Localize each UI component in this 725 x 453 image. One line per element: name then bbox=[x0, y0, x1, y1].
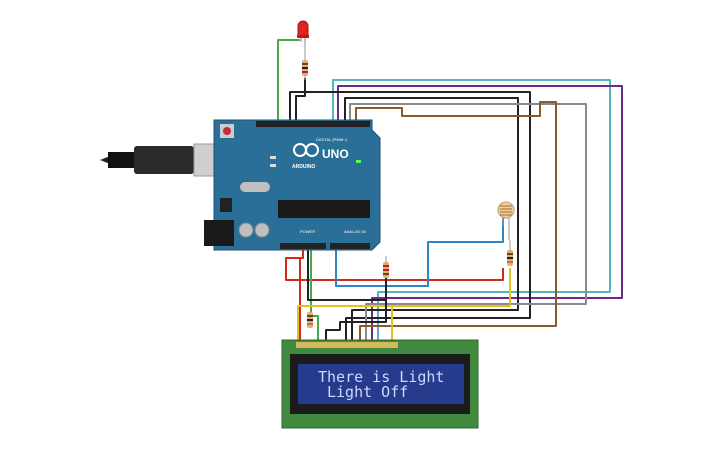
resistor-lcd-backlight[interactable] bbox=[383, 256, 389, 278]
board-model-label: UNO bbox=[322, 147, 349, 161]
arduino-logo bbox=[293, 143, 319, 157]
lcd-line-2: Light Off bbox=[327, 383, 408, 401]
resistor-led[interactable] bbox=[302, 46, 308, 80]
lcd-screen bbox=[298, 364, 464, 404]
board-brand-label: ARDUINO bbox=[292, 164, 315, 170]
power-jack bbox=[204, 220, 234, 246]
wire-blue-a0 bbox=[335, 218, 504, 287]
lcd-16x2-module[interactable]: There is Light Light Off bbox=[281, 339, 479, 429]
red-led[interactable] bbox=[297, 20, 309, 46]
digital-header bbox=[256, 121, 370, 127]
wire-led-green bbox=[277, 39, 300, 122]
wire-yellow bbox=[297, 268, 511, 340]
lcd-pin-header bbox=[296, 342, 398, 348]
lcd-line-1: There is Light bbox=[318, 368, 444, 386]
wire-black-lcd bbox=[325, 284, 387, 340]
digital-pins-label: DIGITAL (PWM~) bbox=[316, 137, 348, 142]
resistor-lcd-contrast[interactable] bbox=[307, 312, 313, 328]
wire-led-resistor bbox=[295, 78, 306, 122]
arduino-uno-board[interactable]: UNO ARDUINO DIGITAL (PWM~) POWER ANALOG … bbox=[204, 119, 381, 251]
resistor-ldr[interactable] bbox=[507, 240, 513, 266]
atmega-chip bbox=[278, 200, 370, 218]
wire-purple bbox=[337, 85, 623, 340]
power-header bbox=[280, 243, 326, 249]
photoresistor[interactable] bbox=[497, 201, 515, 240]
analog-pins-label: ANALOG IN bbox=[344, 229, 366, 234]
power-pins-label: POWER bbox=[300, 229, 315, 234]
wire-black-2 bbox=[344, 97, 519, 340]
wire-gray bbox=[349, 103, 587, 340]
analog-header bbox=[330, 243, 370, 249]
wire-black-gnd-lcd bbox=[307, 250, 387, 301]
wire-green-gnd bbox=[310, 250, 319, 340]
wires bbox=[277, 39, 623, 340]
wire-brown bbox=[355, 101, 557, 340]
wire-red-5v bbox=[285, 250, 504, 281]
